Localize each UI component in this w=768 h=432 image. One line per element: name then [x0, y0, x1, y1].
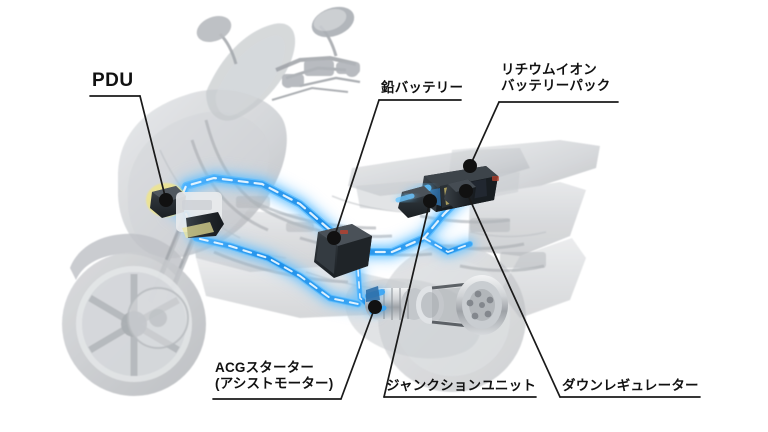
label-junction-unit: ジャンクションユニット: [386, 378, 536, 394]
acg-starter-motor-unit: [365, 275, 508, 335]
label-lithium-ion-line-2: バッテリーパック: [501, 77, 611, 93]
label-junction-unit-line-1: ジャンクションユニット: [386, 378, 537, 393]
label-lithium-ion-battery-pack: リチウムイオン バッテリーパック: [501, 62, 610, 94]
leader-line-lithium-ion-battery-pack: [469, 101, 500, 167]
leader-lines-group: [139, 95, 561, 400]
label-pdu: PDU: [92, 70, 134, 92]
leader-line-lead-battery: [333, 99, 380, 239]
leader-dot-lead-battery: [327, 231, 341, 245]
label-acg-starter-line-1: ACGスターター: [215, 360, 315, 375]
label-down-regulator-line-1: ダウンレギュレーター: [562, 378, 699, 393]
leader-line-down-regulator: [465, 190, 561, 398]
label-lead-battery: 鉛バッテリー: [381, 80, 463, 96]
label-acg-starter-line-2: (アシストモーター): [215, 375, 334, 391]
label-lead-battery-line-1: 鉛バッテリー: [381, 80, 464, 95]
label-acg-starter: ACGスターター (アシストモーター): [215, 360, 333, 392]
leader-line-acg-starter-assist-motor: [340, 306, 376, 400]
label-underlines-group: [89, 95, 701, 400]
label-down-regulator: ダウンレギュレーター: [562, 378, 699, 394]
leader-dot-pdu: [159, 193, 173, 207]
leader-dot-junction-unit: [423, 194, 437, 208]
leader-dot-down-regulator: [459, 184, 473, 198]
leader-line-junction-unit: [383, 200, 431, 398]
label-lithium-ion-line-1: リチウムイオン: [501, 62, 597, 77]
leader-dot-acg-starter-assist-motor: [368, 300, 382, 314]
front-wheel: [62, 252, 206, 396]
junction-unit-module: [395, 186, 432, 218]
leader-dot-lithium-ion-battery-pack: [463, 159, 477, 173]
leader-dots-group: [159, 159, 477, 314]
label-pdu-line-1: PDU: [92, 70, 134, 91]
leader-line-pdu: [139, 95, 167, 201]
